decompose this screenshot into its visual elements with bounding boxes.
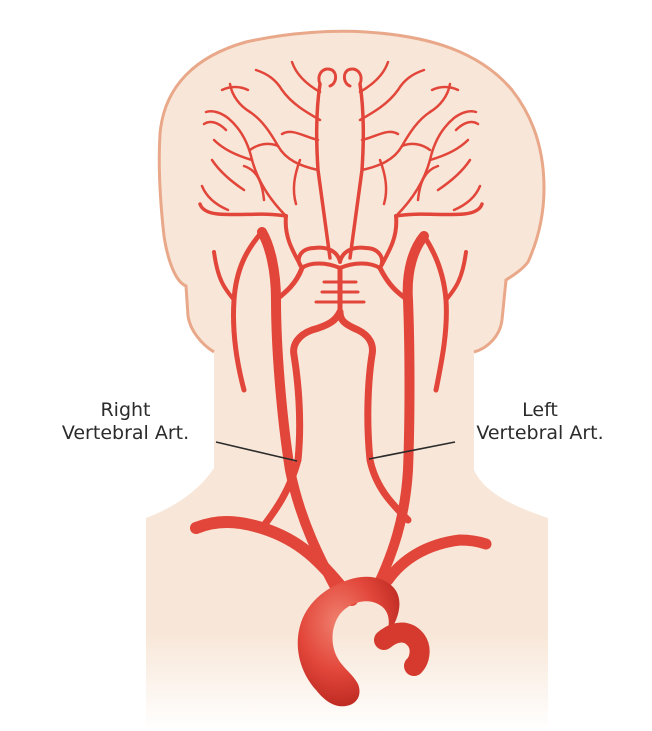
left-vertebral-label-line1: Left (452, 399, 628, 422)
right-vertebral-label-line2: Vertebral Art. (38, 422, 213, 445)
left-vertebral-label: Left Vertebral Art. (452, 399, 628, 445)
right-vertebral-label-line1: Right (38, 399, 213, 422)
left-vertebral-label-line2: Vertebral Art. (452, 422, 628, 445)
right-vertebral-label: Right Vertebral Art. (38, 399, 213, 445)
